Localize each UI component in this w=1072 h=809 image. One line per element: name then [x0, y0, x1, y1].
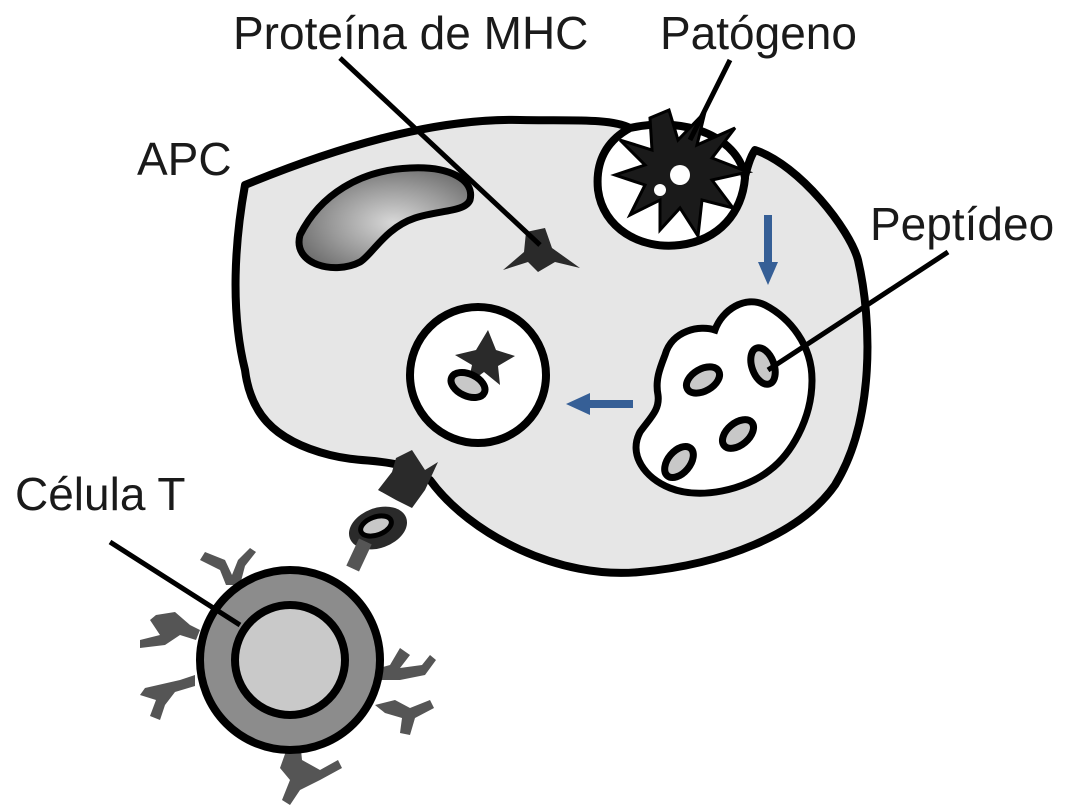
label-pathogen: Patógeno: [660, 7, 857, 59]
receptor-icon: [140, 612, 200, 648]
receptor-icon: [375, 700, 434, 735]
leader-line-pathogen: [690, 60, 730, 140]
pathogen-spot: [654, 184, 666, 196]
label-peptide: Peptídeo: [870, 198, 1054, 250]
label-mhc-protein: Proteína de MHC: [233, 7, 588, 59]
label-t-cell: Célula T: [15, 468, 185, 520]
receptor-icon: [140, 675, 195, 720]
tcr-stalk: [346, 538, 371, 571]
label-apc: APC: [137, 133, 232, 185]
pathogen-spot: [670, 165, 690, 185]
t-cell-core: [235, 605, 345, 715]
